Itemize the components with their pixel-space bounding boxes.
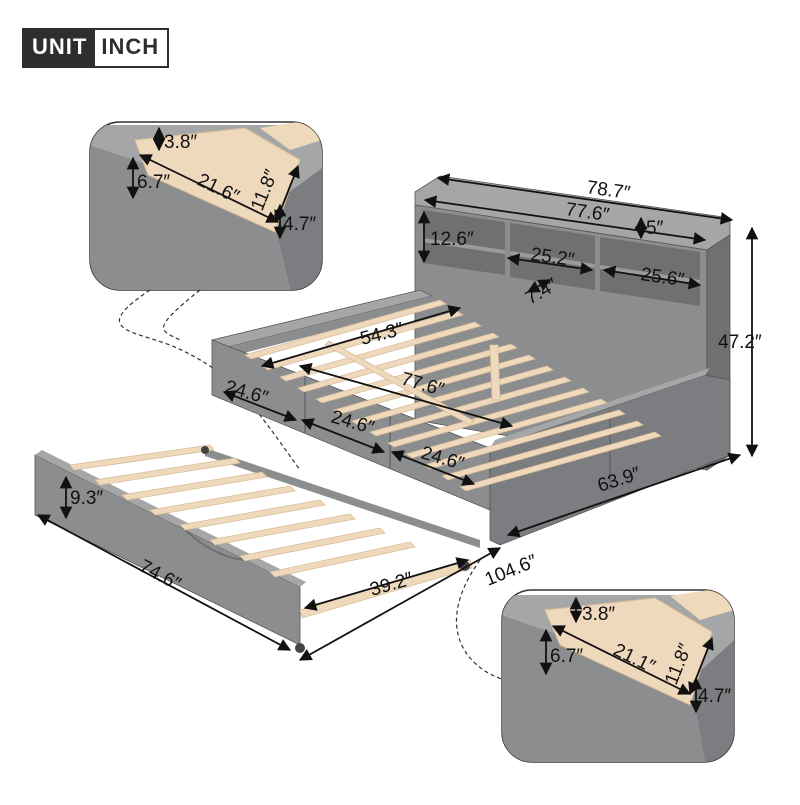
dim-trundle-height: 9.3″ <box>70 488 103 509</box>
detail-bottom-inner-height: 4.7″ <box>698 686 731 707</box>
dim-overall-height: 47.2″ <box>718 332 762 353</box>
dim-shelf-height: 12.6″ <box>430 229 474 250</box>
unit-value: INCH <box>95 30 168 66</box>
drawer-detail-top: 3.8″ 6.7″ 21.6″ 11.8″ 4.7″ <box>89 121 323 291</box>
bed-dimensions: 78.7″ 77.6″ 5″ 12.6″ 25.2″ 25.6″ 7.4″ 47… <box>223 173 762 538</box>
detail-bottom-depth: 3.8″ <box>582 604 615 625</box>
dim-shelf-top-depth: 5″ <box>646 218 664 239</box>
unit-badge: UNIT INCH <box>22 28 170 68</box>
drawer-detail-bottom: 3.8″ 6.7″ 21.1″ 11.8″ 4.7″ <box>501 589 735 763</box>
dashed-connector-top-2 <box>163 289 201 341</box>
detail-top-depth: 3.8″ <box>164 132 197 153</box>
dim-trundle-width: 39.2″ <box>368 568 416 600</box>
detail-top-inner-height: 4.7″ <box>283 214 316 235</box>
detail-bottom-height: 6.7″ <box>550 646 583 667</box>
detail-top-height: 6.7″ <box>137 172 170 193</box>
dim-total-extended: 104.6″ <box>482 551 540 591</box>
unit-label: UNIT <box>24 30 96 66</box>
dashed-connector-bottom <box>455 559 506 681</box>
